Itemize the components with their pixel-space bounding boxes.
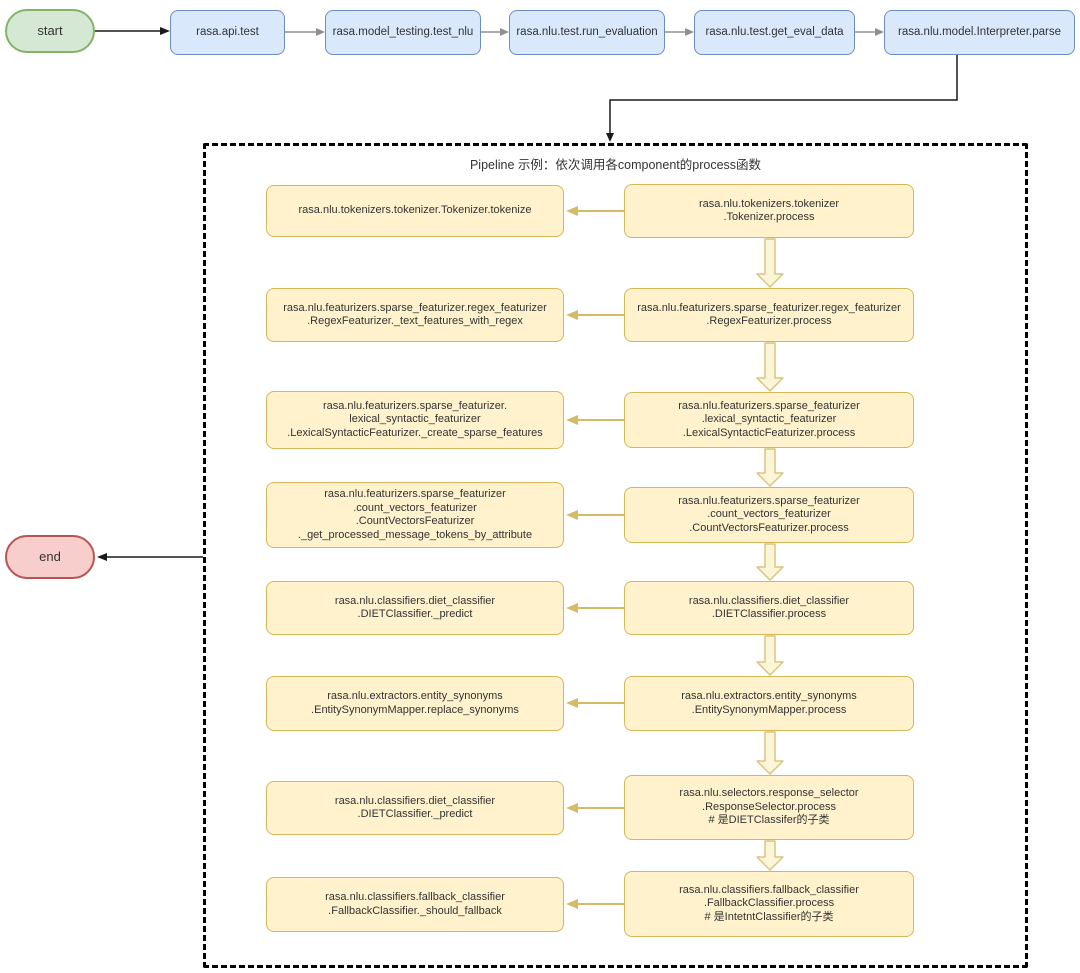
- callee-label: rasa.nlu.classifiers.diet_classifier .DI…: [334, 594, 496, 621]
- arrow-caller-to-callee: [566, 206, 624, 909]
- pipeline-callee-box: rasa.nlu.classifiers.diet_classifier .DI…: [266, 781, 564, 835]
- caller-label: rasa.nlu.extractors.entity_synonyms .Ent…: [681, 690, 857, 716]
- callee-label: rasa.nlu.tokenizers.tokenizer.Tokenizer.…: [298, 204, 532, 217]
- caller-label: rasa.nlu.classifiers.fallback_classifier…: [679, 883, 859, 923]
- pipeline-callee-box: rasa.nlu.featurizers.sparse_featurizer.r…: [266, 288, 564, 342]
- pipeline-callee-box: rasa.nlu.tokenizers.tokenizer.Tokenizer.…: [266, 185, 564, 237]
- pipeline-caller-box: rasa.nlu.tokenizers.tokenizer .Tokenizer…: [624, 184, 914, 238]
- pipeline-caller-box: rasa.nlu.featurizers.sparse_featurizer .…: [624, 392, 914, 448]
- arrow-step-chain: [285, 28, 884, 36]
- pipeline-callee-box: rasa.nlu.featurizers.sparse_featurizer .…: [266, 482, 564, 548]
- callee-label: rasa.nlu.featurizers.sparse_featurizer .…: [297, 488, 533, 541]
- callee-label: rasa.nlu.extractors.entity_synonyms .Ent…: [311, 690, 519, 716]
- caller-label: rasa.nlu.classifiers.diet_classifier .DI…: [688, 594, 850, 621]
- caller-label: rasa.nlu.selectors.response_selector .Re…: [679, 787, 859, 827]
- pipeline-callee-box: rasa.nlu.classifiers.diet_classifier .DI…: [266, 581, 564, 635]
- pipeline-caller-box: rasa.nlu.classifiers.diet_classifier .DI…: [624, 581, 914, 635]
- start-node: start: [5, 9, 95, 53]
- arrow-parse-to-pipeline: [606, 55, 958, 142]
- callee-label: rasa.nlu.classifiers.fallback_classifier…: [325, 891, 505, 917]
- step-model-testing-test-nlu: rasa.model_testing.test_nlu: [325, 10, 481, 55]
- callee-label: rasa.nlu.classifiers.diet_classifier .DI…: [334, 794, 496, 821]
- end-label: end: [39, 549, 61, 565]
- pipeline-caller-box: rasa.nlu.extractors.entity_synonyms .Ent…: [624, 676, 914, 731]
- pipeline-title: Pipeline 示例：依次调用各component的process函数: [469, 158, 762, 172]
- arrow-start-to-step: [95, 27, 170, 35]
- pipeline-callee-box: rasa.nlu.classifiers.fallback_classifier…: [266, 877, 564, 932]
- step-test-get-eval-data: rasa.nlu.test.get_eval_data: [694, 10, 855, 55]
- caller-label: rasa.nlu.tokenizers.tokenizer .Tokenizer…: [698, 197, 839, 224]
- pipeline-caller-box: rasa.nlu.selectors.response_selector .Re…: [624, 775, 914, 840]
- callee-label: rasa.nlu.featurizers.sparse_featurizer.r…: [283, 301, 547, 328]
- pipeline-callee-box: rasa.nlu.extractors.entity_synonyms .Ent…: [266, 676, 564, 731]
- pipeline-caller-box: rasa.nlu.featurizers.sparse_featurizer.r…: [624, 288, 914, 342]
- arrow-pipeline-to-end: [97, 553, 203, 561]
- step-label: rasa.nlu.test.get_eval_data: [705, 25, 844, 38]
- callee-label: rasa.nlu.featurizers.sparse_featurizer. …: [287, 399, 543, 439]
- step-test-run-evaluation: rasa.nlu.test.run_evaluation: [509, 10, 665, 55]
- end-node: end: [5, 535, 95, 579]
- step-label: rasa.nlu.model.Interpreter.parse: [897, 25, 1061, 38]
- caller-label: rasa.nlu.featurizers.sparse_featurizer .…: [678, 399, 860, 439]
- pipeline-caller-box: rasa.nlu.featurizers.sparse_featurizer .…: [624, 487, 914, 543]
- start-label: start: [37, 23, 63, 39]
- pipeline-callee-box: rasa.nlu.featurizers.sparse_featurizer. …: [266, 391, 564, 449]
- big-down-arrows: [756, 238, 784, 871]
- step-label: rasa.api.test: [196, 25, 259, 38]
- step-label: rasa.model_testing.test_nlu: [332, 25, 474, 38]
- step-model-interpreter-parse: rasa.nlu.model.Interpreter.parse: [884, 10, 1075, 55]
- caller-label: rasa.nlu.featurizers.sparse_featurizer.r…: [637, 301, 901, 328]
- caller-label: rasa.nlu.featurizers.sparse_featurizer .…: [678, 494, 860, 534]
- pipeline-caller-box: rasa.nlu.classifiers.fallback_classifier…: [624, 871, 914, 937]
- pipeline-container: Pipeline 示例：依次调用各component的process函数: [203, 143, 1028, 968]
- step-label: rasa.nlu.test.run_evaluation: [516, 25, 658, 38]
- step-rasa-api-test: rasa.api.test: [170, 10, 285, 55]
